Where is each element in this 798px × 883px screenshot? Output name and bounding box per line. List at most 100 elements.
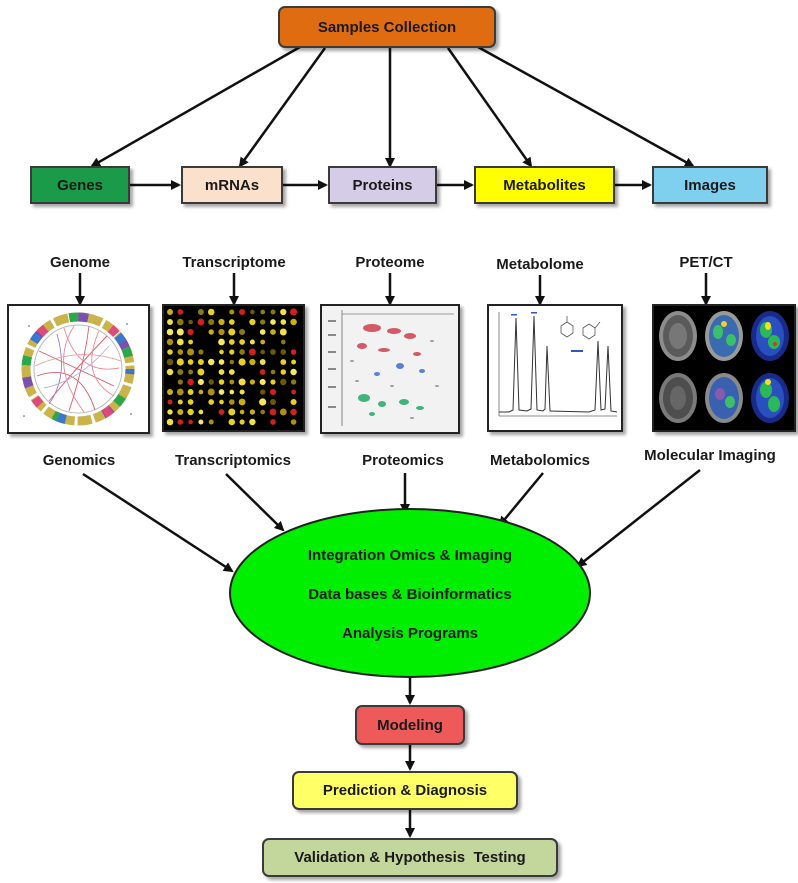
microarray-spot [177, 408, 184, 416]
microarray-spot [228, 369, 235, 375]
proteome-label: Proteome [355, 254, 425, 271]
arrow-top-to-mrnas [238, 47, 327, 168]
genes-box: Genes [30, 166, 130, 204]
microarray-spot [239, 419, 245, 425]
microarray-spot [260, 349, 266, 355]
microarray-spot [279, 328, 287, 336]
microarray-spot [187, 389, 194, 395]
microarray-spot [260, 309, 266, 315]
microarray-spot [269, 408, 277, 416]
microarray-spot [208, 379, 214, 385]
microarray-spot [187, 378, 194, 386]
microarray-spot [290, 349, 297, 355]
mrnas-box: mRNAs [181, 166, 283, 204]
metabolome-label: Metabolome [496, 256, 584, 273]
microarray-spot [229, 309, 235, 315]
microarray-spot [259, 378, 266, 386]
microarray-spot [290, 398, 297, 406]
microarray-spot [177, 318, 184, 326]
molecular-imaging-label: Molecular Imaging [644, 447, 776, 464]
microarray-spot [176, 328, 184, 336]
microarray-spot [177, 309, 184, 315]
microarray-spot [207, 388, 215, 396]
microarray-spot [259, 398, 267, 406]
microarray-spot [197, 378, 204, 386]
prediction-diagnosis-label: Prediction & Diagnosis [322, 782, 488, 799]
microarray-icon [162, 304, 305, 432]
arrow-transcriptomics-to-ellipse [225, 473, 285, 532]
arrow-molecular-imaging-to-ellipse [576, 469, 701, 568]
microarray-spot [187, 399, 194, 405]
genes-label: Genes [57, 176, 103, 194]
circos-plot-icon [7, 304, 150, 434]
chromatogram-icon [487, 304, 623, 432]
proteomics-label: Proteomics [362, 452, 444, 469]
microarray-spot [290, 419, 297, 425]
microarray-spot [270, 399, 276, 405]
proteins-box: Proteins [328, 166, 437, 204]
microarray-spot [259, 329, 266, 335]
mrnas-label: mRNAs [204, 176, 260, 194]
microarray-spot [197, 359, 204, 365]
validation-hypothesis-testing-label: Validation & Hypothesis Testing [294, 849, 526, 866]
microarray-spot [229, 359, 235, 365]
microarray-spot [197, 308, 204, 316]
arrow-top-to-images [477, 45, 695, 168]
microarray-spot [280, 369, 287, 375]
microarray-spot [187, 348, 195, 356]
arrow-top-to-metabolites [446, 47, 533, 168]
microarray-spot [280, 378, 287, 386]
microarray-spot [176, 338, 184, 346]
microarray-spot [208, 318, 215, 326]
microarray-spot [290, 368, 297, 376]
genomics-label: Genomics [42, 452, 116, 469]
microarray-spot [228, 408, 236, 416]
microarray-spot [207, 308, 215, 316]
microarray-spot [238, 378, 246, 386]
microarray-spot [188, 369, 194, 375]
microarray-spot [249, 379, 256, 385]
microarray-spot [270, 419, 276, 425]
microarray-spot [228, 328, 236, 336]
microarray-spot [219, 399, 224, 405]
microarray-spot [290, 308, 298, 316]
microarray-spot [239, 339, 245, 345]
microarray-spot [166, 338, 174, 346]
genome-label: Genome [49, 254, 110, 271]
microarray-spot [291, 359, 297, 365]
microarray-spot [290, 408, 297, 416]
arrow-metabolomics-to-ellipse [498, 472, 544, 527]
microarray-spot [166, 418, 174, 426]
microarray-spot [279, 408, 287, 416]
modeling-label: Modeling [377, 716, 443, 734]
microarray-spot [249, 418, 256, 426]
microarray-spot [198, 409, 204, 415]
microarray-spot [238, 398, 246, 406]
microarray-spot [167, 399, 173, 405]
microarray-spot [280, 308, 287, 316]
microarray-spot [167, 389, 173, 395]
microarray-spot [218, 369, 225, 375]
microarray-spot [270, 329, 276, 335]
microarray-spot [198, 349, 204, 355]
microarray-spot [280, 359, 287, 365]
microarray-spot [177, 368, 184, 376]
microarray-spot [280, 349, 287, 355]
microarray-spot [249, 358, 256, 366]
petct-label: PET/CT [679, 254, 733, 271]
integration-line-3: Analysis Programs [342, 625, 478, 642]
microarray-spot [198, 419, 204, 425]
microarray-spot [260, 389, 266, 395]
microarray-spot [218, 328, 225, 336]
microarray-spot [228, 319, 235, 325]
microarray-spot [208, 419, 214, 425]
microarray-spot [249, 339, 255, 345]
microarray-spot [259, 369, 266, 375]
microarray-spot [218, 318, 225, 326]
integration-line-1: Integration Omics & Imaging [307, 547, 513, 564]
proteins-label: Proteins [352, 176, 413, 194]
microarray-spot [229, 389, 235, 395]
microarray-spot [187, 408, 194, 416]
microarray-spot [249, 409, 256, 415]
